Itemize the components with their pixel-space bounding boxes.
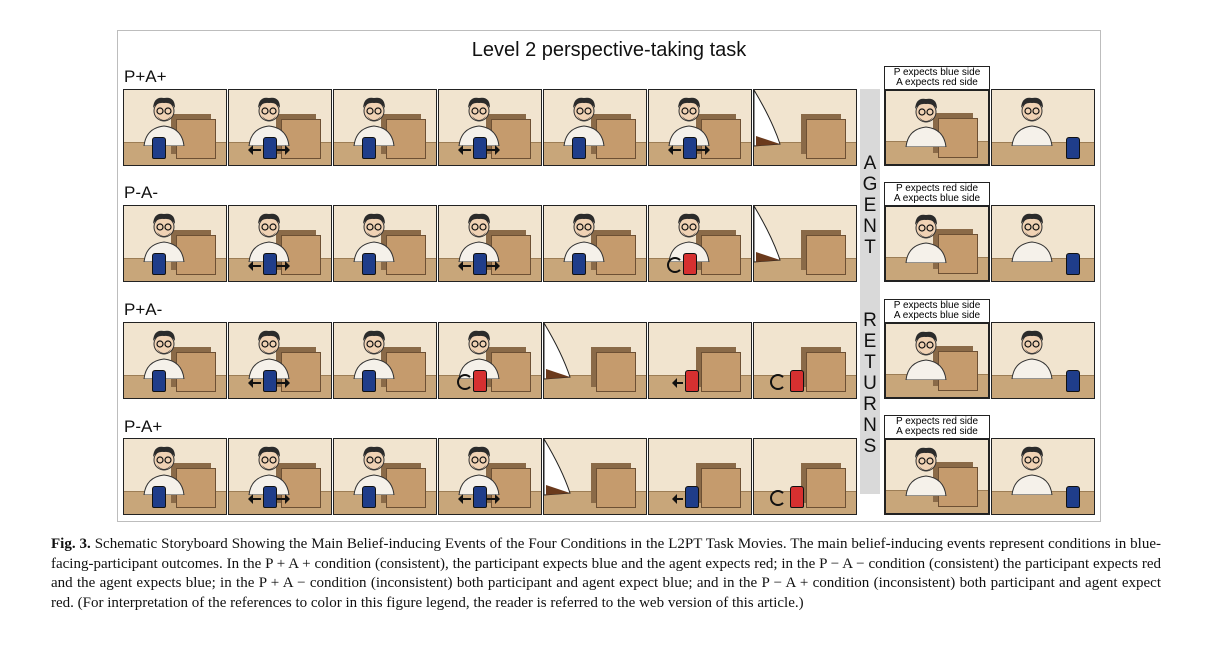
row-label-p-minus-a-minus: P-A- (124, 183, 158, 202)
storyboard-panel (753, 89, 857, 166)
outcome-panel (884, 89, 990, 166)
agent-returns-letter: E (863, 195, 877, 216)
outcome-panel (884, 438, 990, 515)
storyboard-panel (438, 322, 542, 399)
row-label-p-minus-a-plus: P-A+ (124, 417, 163, 436)
storyboard-panel (123, 205, 227, 282)
storyboard-panel (333, 89, 437, 166)
storyboard-panel (333, 322, 437, 399)
outcome-panel (991, 438, 1095, 515)
storyboard-panel (438, 438, 542, 515)
storyboard-panel (543, 438, 647, 515)
storyboard-panel (438, 89, 542, 166)
storyboard-panel (228, 205, 332, 282)
storyboard-panel (648, 438, 752, 515)
storyboard-figure: Level 2 perspective-taking task P+A+ P-A… (117, 30, 1101, 522)
storyboard-panel (648, 89, 752, 166)
agent-returns-letter: E (863, 331, 877, 352)
row-label-p-plus-a-plus: P+A+ (124, 67, 167, 86)
agent-returns-letter: S (863, 436, 877, 457)
storyboard-panel (123, 89, 227, 166)
figure-caption: Fig. 3. Schematic Storyboard Showing the… (51, 535, 1161, 613)
storyboard-panel (333, 205, 437, 282)
agent-returns-letter: A (863, 153, 877, 174)
outcome-panel (884, 322, 990, 399)
storyboard-panel (228, 89, 332, 166)
outcome-panel (991, 205, 1095, 282)
storyboard-panel (648, 205, 752, 282)
agent-returns-letter: R (863, 310, 877, 331)
agent-returns-letter: T (864, 237, 876, 258)
agent-returns-letter: N (863, 216, 877, 237)
caption-text: Schematic Storyboard Showing the Main Be… (51, 536, 1161, 611)
storyboard-panel (543, 322, 647, 399)
row-label-p-plus-a-minus: P+A- (124, 300, 163, 319)
agent-returns-letter: T (864, 352, 876, 373)
storyboard-panel (543, 89, 647, 166)
storyboard-panel (228, 438, 332, 515)
agent-returns-letter: U (863, 373, 877, 394)
storyboard-panel (123, 438, 227, 515)
agent-returns-bar (860, 89, 880, 494)
storyboard-panel (333, 438, 437, 515)
storyboard-panel (753, 438, 857, 515)
figure-title: Level 2 perspective-taking task (471, 39, 747, 61)
storyboard-panel (648, 322, 752, 399)
storyboard-panel (438, 205, 542, 282)
agent-returns-letter: G (862, 174, 878, 195)
storyboard-panel (123, 322, 227, 399)
storyboard-panel (753, 322, 857, 399)
storyboard-panel (753, 205, 857, 282)
agent-returns-letter: R (863, 394, 877, 415)
outcome-panel (991, 322, 1095, 399)
outcome-panel (991, 89, 1095, 166)
agent-returns-letter: N (863, 415, 877, 436)
storyboard-panel (543, 205, 647, 282)
outcome-panel (884, 205, 990, 282)
storyboard-panel (228, 322, 332, 399)
caption-label: Fig. 3. (51, 536, 91, 552)
